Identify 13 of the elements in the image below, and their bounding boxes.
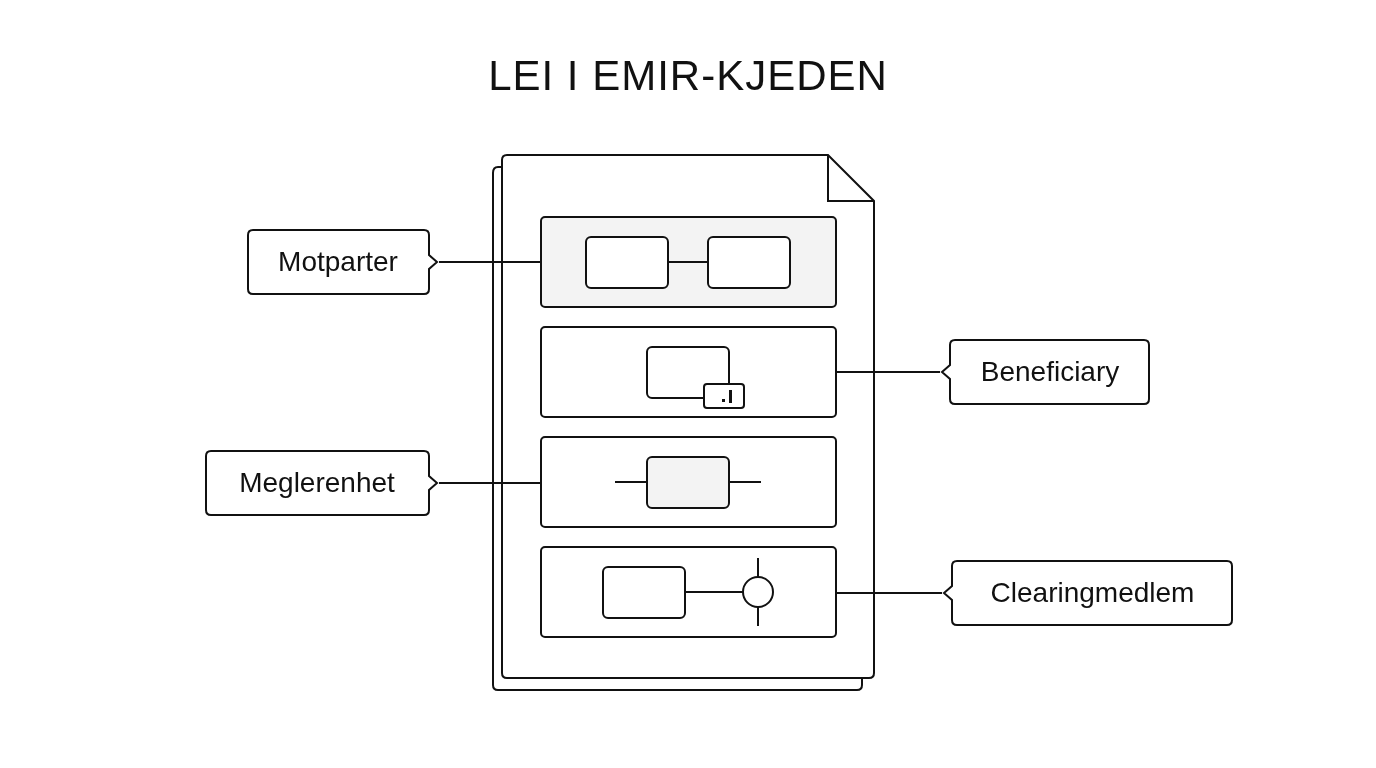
callout-box: Beneficiary	[940, 339, 1150, 405]
panel	[540, 216, 837, 308]
panel	[540, 436, 837, 528]
leader-line	[836, 371, 941, 373]
callout-box: Motparter	[247, 229, 439, 295]
leader-line	[438, 482, 541, 484]
panel	[540, 326, 837, 418]
callout-box: Clearingmedlem	[942, 560, 1233, 626]
callout-box: Meglerenhet	[205, 450, 439, 516]
panel	[540, 546, 837, 638]
leader-line	[836, 592, 943, 594]
leader-line	[438, 261, 541, 263]
title: LEI I EMIR-KJEDEN	[487, 52, 889, 100]
